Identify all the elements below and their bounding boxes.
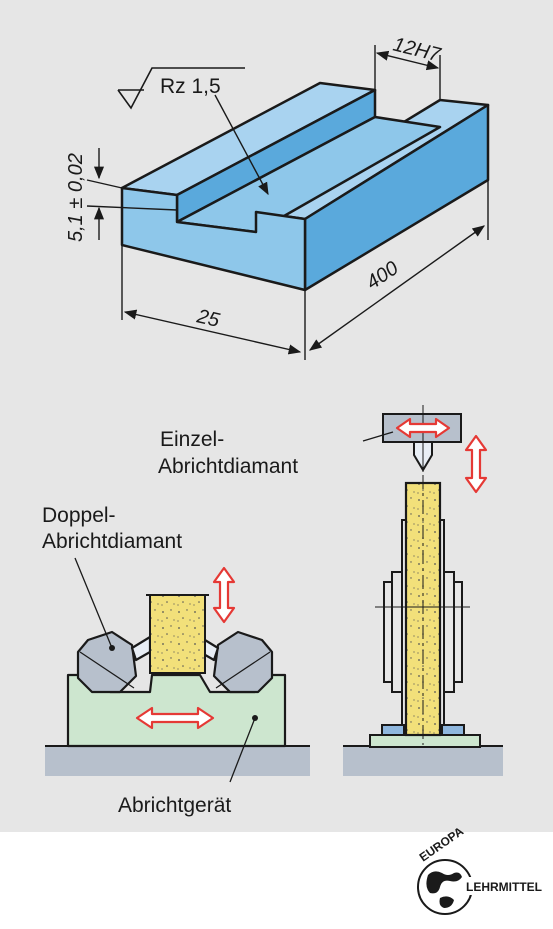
device-base-left: [45, 745, 310, 776]
motion-arrows-right: [395, 417, 488, 494]
leader-dot: [252, 715, 258, 721]
label-dressing-device: Abrichtgerät: [118, 794, 231, 817]
wheel-flanges: [383, 519, 463, 726]
logo-side-text: LEHRMITTEL: [466, 880, 542, 894]
label-single-diamond-line2: Abrichtdiamant: [158, 455, 298, 478]
surface-roughness-icon: [117, 67, 245, 110]
europa-lehrmittel-logo: EUROPA LEHRMITTEL: [417, 824, 542, 915]
device-base-right: [343, 745, 503, 776]
label-double-diamond-line1: Doppel-: [42, 504, 116, 527]
wheel-centerlines: [375, 475, 470, 745]
roughness-label: Rz 1,5: [160, 75, 221, 98]
leader-single-diamond: [362, 431, 394, 442]
dim-height-label: 5,1 ± 0,02: [65, 153, 87, 242]
dimension-lines: [86, 45, 489, 360]
label-single-diamond-line1: Einzel-: [160, 428, 224, 451]
leader-lines-left: [74, 557, 256, 783]
block-front-face: [120, 186, 307, 292]
grinding-wheel-small: [146, 594, 209, 674]
label-double-diamond-line2: Abrichtdiamant: [42, 530, 182, 553]
motion-arrows-left: [135, 566, 236, 730]
leader-dot: [109, 645, 115, 651]
double-diamond-holder-left: [76, 630, 152, 694]
